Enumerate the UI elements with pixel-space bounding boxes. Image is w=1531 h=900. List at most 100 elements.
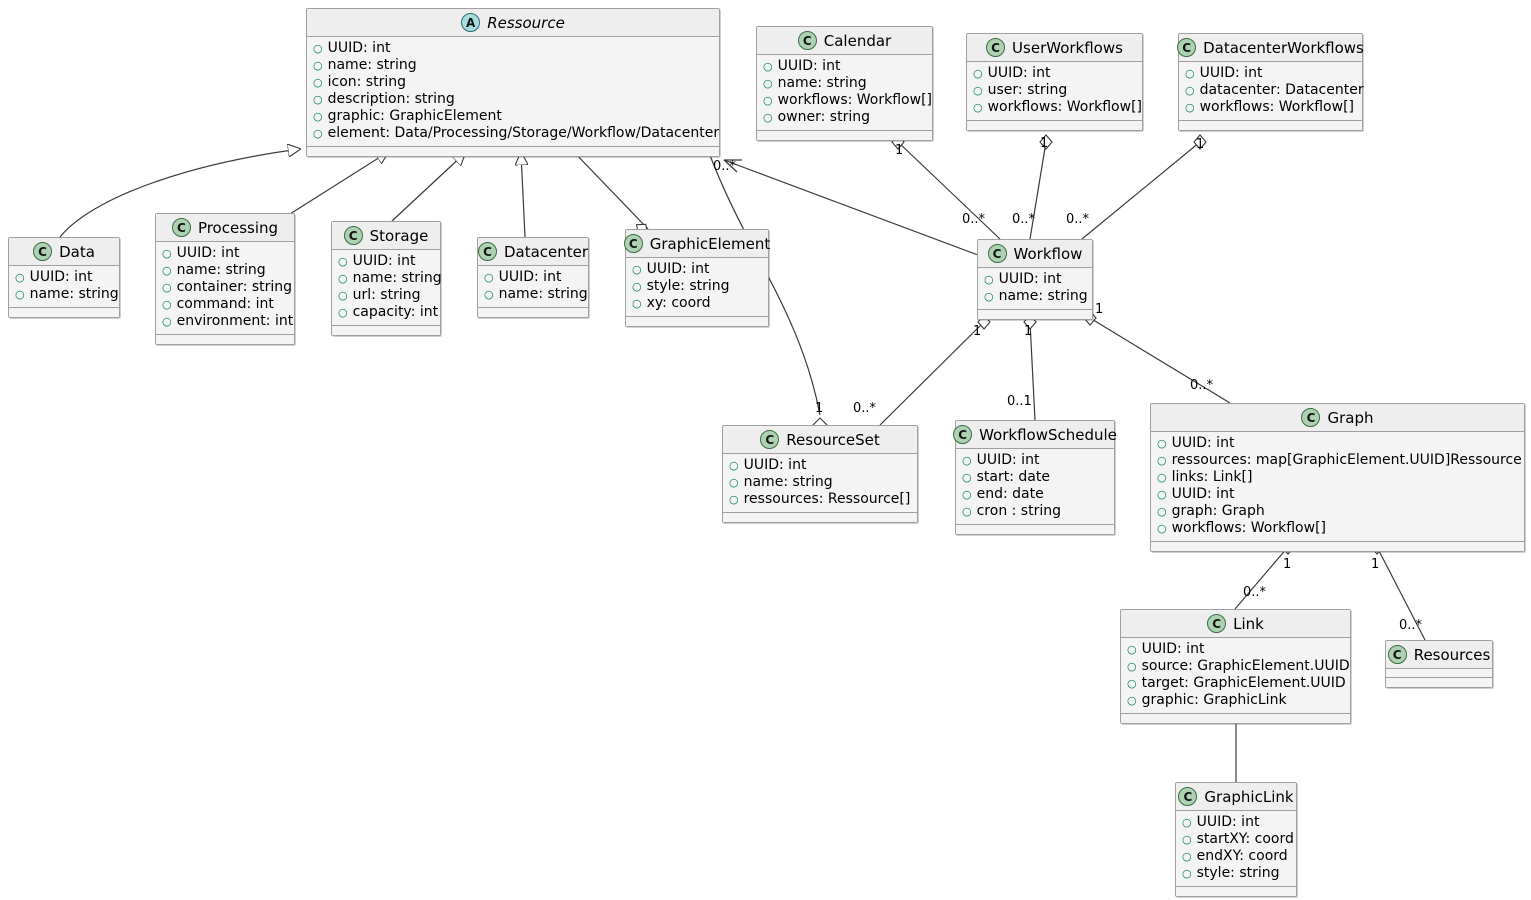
attribute-row: ○command: int (162, 296, 287, 313)
class-name-processing: Processing (197, 218, 279, 237)
class-methods-workflow (978, 310, 1092, 319)
class-attributes-graph: ○UUID: int○ressources: map[GraphicElemen… (1151, 432, 1524, 542)
attribute-label: target: GraphicElement.UUID (1141, 675, 1346, 691)
visibility-public-icon: ○ (338, 289, 348, 302)
attribute-row: ○UUID: int (338, 253, 433, 270)
class-attributes-userworkflows: ○UUID: int○user: string○workflows: Workf… (967, 62, 1142, 121)
visibility-public-icon: ○ (15, 288, 25, 301)
visibility-public-icon: ○ (1157, 471, 1167, 484)
attribute-label: owner: string (777, 109, 870, 125)
attribute-label: UUID: int (176, 245, 240, 261)
visibility-public-icon: ○ (1182, 867, 1192, 880)
attribute-label: UUID: int (646, 261, 710, 277)
class-methods-datacenterworkflows (1179, 121, 1362, 130)
class-methods-storage (332, 326, 440, 335)
attribute-row: ○UUID: int (484, 269, 581, 286)
attribute-row: ○url: string (338, 287, 433, 304)
visibility-public-icon: ○ (313, 59, 323, 72)
class-name-graphiclink: GraphicLink (1204, 787, 1294, 806)
attribute-row: ○element: Data/Processing/Storage/Workfl… (313, 125, 719, 142)
attribute-row: ○workflows: Workflow[] (763, 92, 932, 109)
attribute-label: name: string (743, 474, 833, 490)
multiplicity-label: 0..* (1066, 212, 1090, 227)
visibility-public-icon: ○ (729, 493, 739, 506)
class-icon: C (953, 425, 973, 444)
visibility-public-icon: ○ (632, 280, 642, 293)
visibility-public-icon: ○ (162, 315, 172, 328)
class-header-ressource: A Ressource (307, 9, 719, 37)
class-icon: C (987, 244, 1007, 263)
multiplicity-label: 1 (1024, 324, 1033, 339)
class-name-data: Data (59, 242, 95, 261)
attribute-label: style: string (646, 278, 730, 294)
attribute-row: ○endXY: coord (1182, 848, 1289, 865)
attribute-label: style: string (1196, 865, 1280, 881)
attribute-label: UUID: int (998, 271, 1062, 287)
attribute-row: ○UUID: int (162, 245, 287, 262)
attribute-row: ○UUID: int (729, 457, 910, 474)
class-name-ressource: Ressource (487, 13, 565, 32)
class-methods-calendar (757, 131, 932, 140)
attribute-label: workflows: Workflow[] (1199, 99, 1354, 115)
attribute-row: ○user: string (973, 82, 1135, 99)
attribute-row: ○name: string (162, 262, 287, 279)
class-name-resourceset: ResourceSet (786, 430, 880, 449)
class-methods-graphicelement (626, 317, 768, 326)
attribute-label: command: int (176, 296, 274, 312)
attribute-label: environment: int (176, 313, 294, 329)
multiplicity-label: 0..* (1399, 618, 1423, 633)
visibility-public-icon: ○ (984, 290, 994, 303)
visibility-public-icon: ○ (1157, 488, 1167, 501)
attribute-row: ○container: string (162, 279, 292, 296)
class-attributes-resources (1386, 669, 1492, 678)
attribute-label: UUID: int (29, 269, 93, 285)
attribute-label: UUID: int (743, 457, 807, 473)
edge-datacenter-ressource (521, 153, 525, 238)
attribute-row: ○links: Link[] (1157, 469, 1517, 486)
class-icon: C (1207, 614, 1227, 633)
attribute-row: ○UUID: int (632, 261, 761, 278)
class-name-graph: Graph (1327, 408, 1374, 427)
class-icon: C (1177, 38, 1197, 57)
attribute-label: UUID: int (777, 58, 841, 74)
multiplicity-label: 1 (1196, 137, 1205, 152)
visibility-public-icon: ○ (763, 60, 773, 73)
attribute-label: UUID: int (987, 65, 1051, 81)
attribute-label: datacenter: Datacenter (1199, 82, 1364, 98)
attribute-label: name: string (176, 262, 266, 278)
visibility-public-icon: ○ (984, 273, 994, 286)
attribute-label: graph: Graph (1171, 503, 1265, 519)
abstract-class-icon: A (461, 13, 481, 32)
attribute-label: element: Data/Processing/Storage/Workflo… (327, 125, 720, 141)
multiplicity-label: 0..* (713, 159, 737, 174)
attribute-row: ○ressources: map[GraphicElement.UUID]Res… (1157, 452, 1522, 469)
class-attributes-graphicelement: ○UUID: int○style: string○xy: coord (626, 258, 768, 317)
attribute-label: user: string (987, 82, 1068, 98)
visibility-public-icon: ○ (15, 271, 25, 284)
class-attributes-resourceset: ○UUID: int○name: string○ressources: Ress… (723, 454, 917, 513)
visibility-public-icon: ○ (1185, 67, 1195, 80)
multiplicity-label: 1 (1283, 557, 1292, 572)
visibility-public-icon: ○ (1157, 454, 1167, 467)
class-attributes-link: ○UUID: int○source: GraphicElement.UUID○t… (1121, 638, 1350, 714)
class-icon: C (760, 430, 780, 449)
class-methods-workflowschedule (956, 525, 1114, 534)
